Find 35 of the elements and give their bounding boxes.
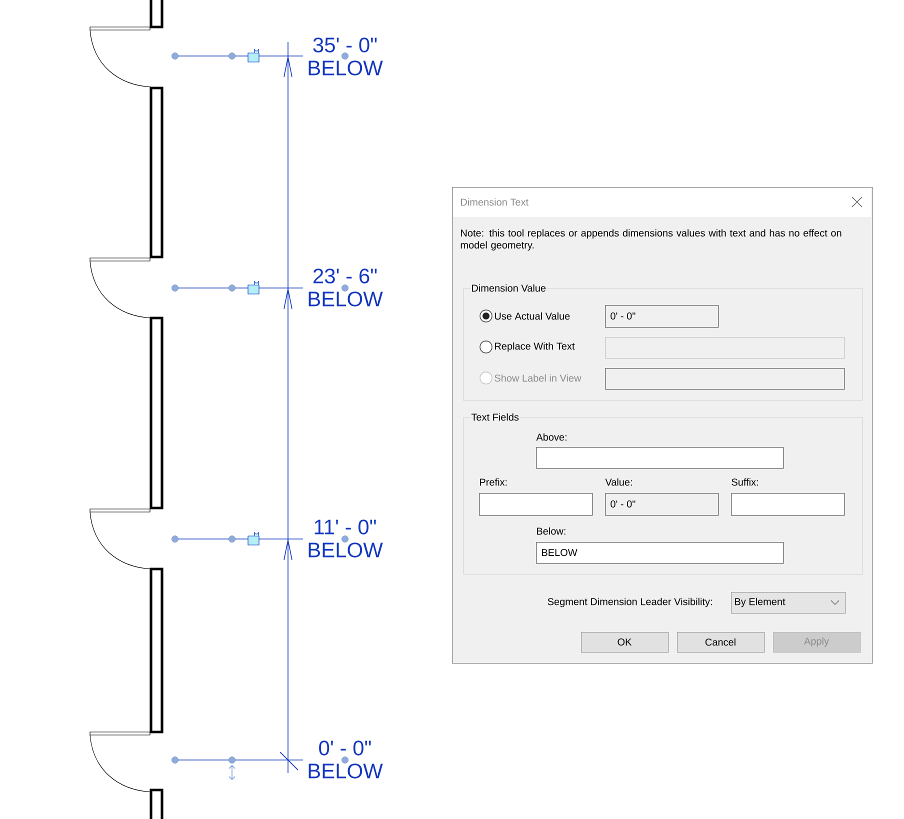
dimension-text: 23' - 6" xyxy=(313,268,377,284)
input-field xyxy=(605,368,845,390)
field-label: Suffix: xyxy=(732,478,758,486)
dropdown: By Element xyxy=(731,592,846,614)
node-label: Replace With Text xyxy=(495,342,575,352)
dimension-text: BELOW xyxy=(308,542,383,558)
field-label: Prefix: xyxy=(480,478,507,486)
radio-button: Replace With Text xyxy=(480,340,575,354)
push-button: OK xyxy=(581,632,669,653)
close-icon xyxy=(852,196,862,208)
title-bar: Dimension Text xyxy=(453,188,872,217)
input-field xyxy=(731,493,845,516)
field-label: Segment Dimension Leader Visibility: xyxy=(548,598,712,608)
dimension-text: BELOW xyxy=(308,292,383,306)
dimension-text: 0' - 0" xyxy=(319,740,371,756)
node-label: Use Actual Value xyxy=(494,312,570,320)
input-field xyxy=(605,337,845,359)
field-label: Above: xyxy=(536,433,566,441)
radio-button: Show Label in View xyxy=(480,372,582,384)
input-field xyxy=(479,493,593,516)
input-field: 0' - 0" xyxy=(605,493,719,516)
input-field: BELOW xyxy=(536,542,784,564)
input-field: 0' - 0" xyxy=(605,305,719,328)
dimension-text: 11' - 0" xyxy=(314,520,376,534)
input-field xyxy=(536,447,784,469)
field-label: Value: xyxy=(605,478,632,486)
note-text: Note: this tool replaces or appends dimensions values with text and has no effect on model geometry. xyxy=(460,229,842,251)
radio-button: Use Actual Value xyxy=(480,310,570,322)
dimension-text: 35' - 0" xyxy=(313,38,377,52)
dimension-text: BELOW xyxy=(308,60,383,76)
push-button: Cancel xyxy=(677,632,765,653)
dimension-text: BELOW xyxy=(308,764,383,778)
push-button: Apply xyxy=(773,632,861,653)
node-label: Show Label in View xyxy=(494,374,582,382)
field-label: Below: xyxy=(537,527,566,535)
